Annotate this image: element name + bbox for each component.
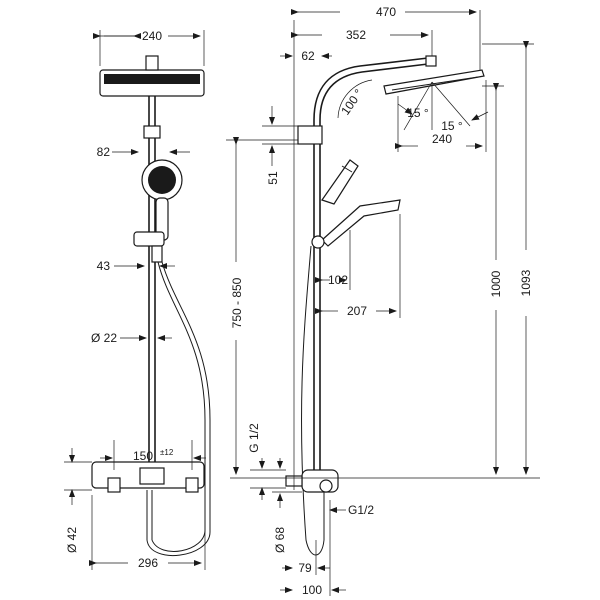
side-view: 470 352 62 100 ° 15 ° 15 ° 240 51 [226, 5, 540, 597]
dim-front-width-head: 240 [142, 29, 162, 43]
dim-front-mixer-width: 296 [138, 556, 158, 570]
dim-side-height-range: 750 - 850 [230, 277, 244, 328]
dim-side-height-1000: 1000 [489, 270, 503, 297]
dim-side-angle: 100 ° [338, 86, 366, 117]
front-hand-shower [141, 159, 183, 241]
side-overhead-shower [383, 69, 485, 95]
side-hand-shower-upper [321, 159, 359, 205]
dim-front-mixer-diameter: Ø 42 [65, 527, 79, 553]
dim-side-hand-reach-1: 102 [328, 273, 348, 287]
dim-side-tilt-right: 15 ° [441, 119, 463, 133]
dim-side-thread-inlet: G 1/2 [247, 423, 261, 453]
dim-side-hand-reach-2: 207 [347, 304, 367, 318]
dim-side-head-width: 240 [432, 132, 452, 146]
dim-side-arm-reach: 352 [346, 28, 366, 42]
dim-side-holder: 51 [266, 171, 280, 185]
dim-front-handshower: 82 [97, 145, 111, 159]
dim-side-total-reach: 470 [376, 5, 396, 19]
front-view: 240 82 43 Ø 22 150 ±12 Ø 42 296 [64, 29, 211, 570]
dim-front-center-spacing: 150 [133, 449, 153, 463]
dim-side-height-1093: 1093 [519, 269, 533, 296]
dim-front-pipe-diameter: Ø 22 [91, 331, 117, 345]
dim-front-offset: 43 [97, 259, 111, 273]
dim-side-depth-100: 100 [302, 583, 322, 597]
dim-side-depth-79: 79 [298, 561, 312, 575]
dim-front-center-tolerance: ±12 [160, 448, 174, 457]
front-thermostat-mixer [91, 461, 205, 493]
dim-side-tilt-left: 15 ° [407, 106, 429, 120]
dim-side-mixer-diameter: Ø 68 [273, 527, 287, 553]
dim-side-thread-outlet: G1/2 [348, 503, 374, 517]
dim-side-offset-top: 62 [301, 49, 315, 63]
side-hand-shower-lower [321, 199, 401, 247]
